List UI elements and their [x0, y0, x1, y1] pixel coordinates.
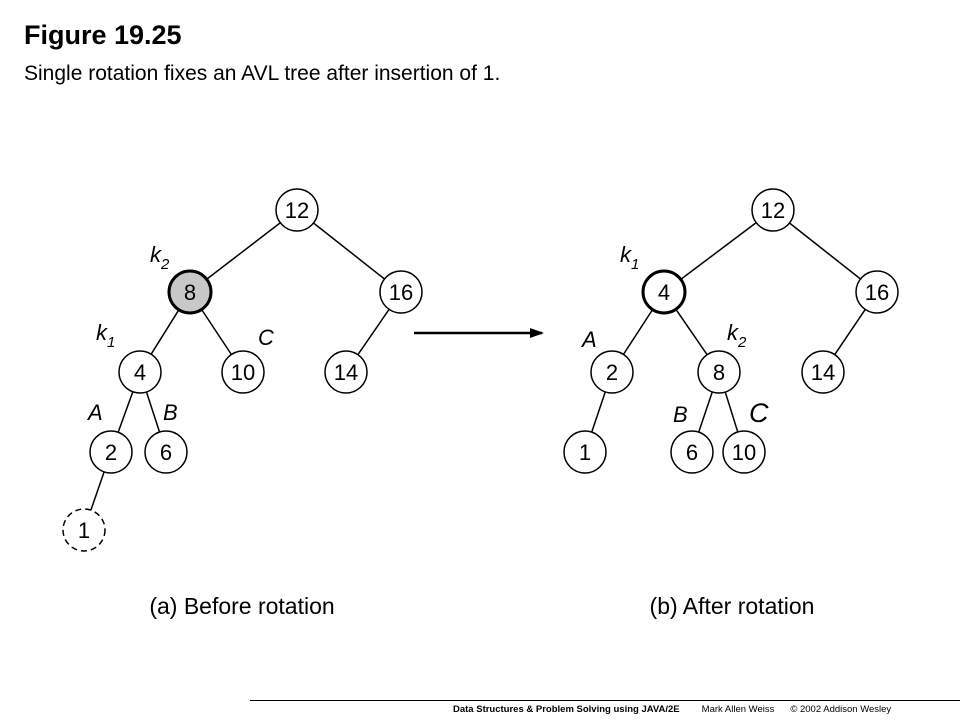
label-b-before: B	[163, 400, 178, 425]
tree-node-16: 16	[379, 270, 423, 314]
node-key: 14	[811, 360, 835, 385]
label-a-after: A	[580, 327, 597, 352]
tree-node-12: 12	[751, 188, 795, 232]
node-key: 14	[334, 360, 358, 385]
label-k1-before: k1	[96, 320, 115, 351]
node-circle	[590, 350, 634, 394]
footer: Data Structures & Problem Solving using …	[453, 704, 891, 715]
node-circle	[144, 430, 188, 474]
tree-edge	[675, 308, 708, 356]
node-key: 4	[134, 360, 146, 385]
tree-edge	[834, 308, 866, 356]
tree-node-8: 8	[697, 350, 741, 394]
tree-edge	[206, 222, 281, 280]
node-key: 4	[658, 280, 670, 305]
footer-copyright: © 2002 Addison Wesley	[790, 704, 892, 715]
tree-node-10: 10	[221, 350, 265, 394]
node-key: 10	[732, 440, 756, 465]
figure-title: Figure 19.25	[24, 20, 182, 50]
node-key: 6	[160, 440, 172, 465]
node-key: 8	[713, 360, 725, 385]
node-key: 2	[105, 440, 117, 465]
footer-rule	[250, 700, 960, 701]
node-key: 8	[184, 280, 196, 305]
tree-node-2: 2	[590, 350, 634, 394]
node-circle	[62, 508, 106, 552]
tree-edge	[591, 391, 606, 433]
node-key: 12	[761, 198, 785, 223]
tree-node-12: 12	[275, 188, 319, 232]
tree-node-4: 4	[118, 350, 162, 394]
tree-edge	[313, 222, 385, 280]
tree-node-14: 14	[801, 350, 845, 394]
before-rotation-label: (a) Before rotation	[149, 593, 334, 619]
before-rotation-tree: 12 8 16 4 10 14 2 6 1	[62, 188, 423, 552]
tree-node-6: 6	[670, 430, 714, 474]
node-key: 16	[389, 280, 413, 305]
tree-edge	[90, 471, 105, 511]
node-circle	[221, 350, 265, 394]
tree-edge	[680, 222, 757, 280]
node-circle	[670, 430, 714, 474]
footer-author: Mark Allen Weiss	[701, 704, 775, 715]
after-rotation-label: (b) After rotation	[650, 593, 815, 619]
tree-edge	[200, 309, 233, 355]
tree-edge	[789, 222, 861, 280]
node-key: 2	[606, 360, 618, 385]
tree-node-2: 2	[89, 430, 133, 474]
tree-node-10: 10	[722, 430, 766, 474]
node-key: 16	[865, 280, 889, 305]
node-circle	[275, 188, 319, 232]
label-b-after: B	[673, 402, 688, 427]
label-k2-before: k2	[150, 242, 170, 273]
tree-node-16: 16	[855, 270, 899, 314]
tree-node-6: 6	[144, 430, 188, 474]
node-circle	[379, 270, 423, 314]
figure-caption: Single rotation fixes an AVL tree after …	[24, 62, 501, 85]
tree-node-14: 14	[324, 350, 368, 394]
node-circle	[697, 350, 741, 394]
tree-node-1: 1	[62, 508, 106, 552]
node-circle	[324, 350, 368, 394]
node-circle	[89, 430, 133, 474]
tree-edge	[357, 308, 390, 356]
tree-edge	[724, 391, 739, 433]
label-k1-after: k1	[620, 242, 639, 273]
node-key: 6	[686, 440, 698, 465]
tree-node-8: 8	[167, 269, 213, 315]
node-key: 1	[579, 440, 591, 465]
footer-book-title: Data Structures & Problem Solving using …	[453, 704, 680, 715]
tree-edge	[150, 309, 180, 355]
label-c-before: C	[258, 325, 274, 350]
node-circle	[722, 430, 766, 474]
node-circle	[118, 350, 162, 394]
node-key: 10	[231, 360, 255, 385]
node-key: 12	[285, 198, 309, 223]
tree-edge	[622, 309, 654, 355]
node-circle	[751, 188, 795, 232]
label-a-before: A	[86, 400, 103, 425]
node-circle	[167, 269, 213, 315]
node-circle	[563, 430, 607, 474]
tree-node-4: 4	[641, 269, 687, 315]
label-c-after: C	[749, 398, 769, 428]
tree-edge	[698, 391, 713, 433]
node-circle	[855, 270, 899, 314]
node-key: 1	[78, 518, 90, 543]
tree-edge	[145, 391, 161, 433]
label-k2-after: k2	[727, 320, 747, 351]
node-circle	[641, 269, 687, 315]
tree-edge	[117, 391, 134, 433]
tree-node-1: 1	[563, 430, 607, 474]
node-circle	[801, 350, 845, 394]
